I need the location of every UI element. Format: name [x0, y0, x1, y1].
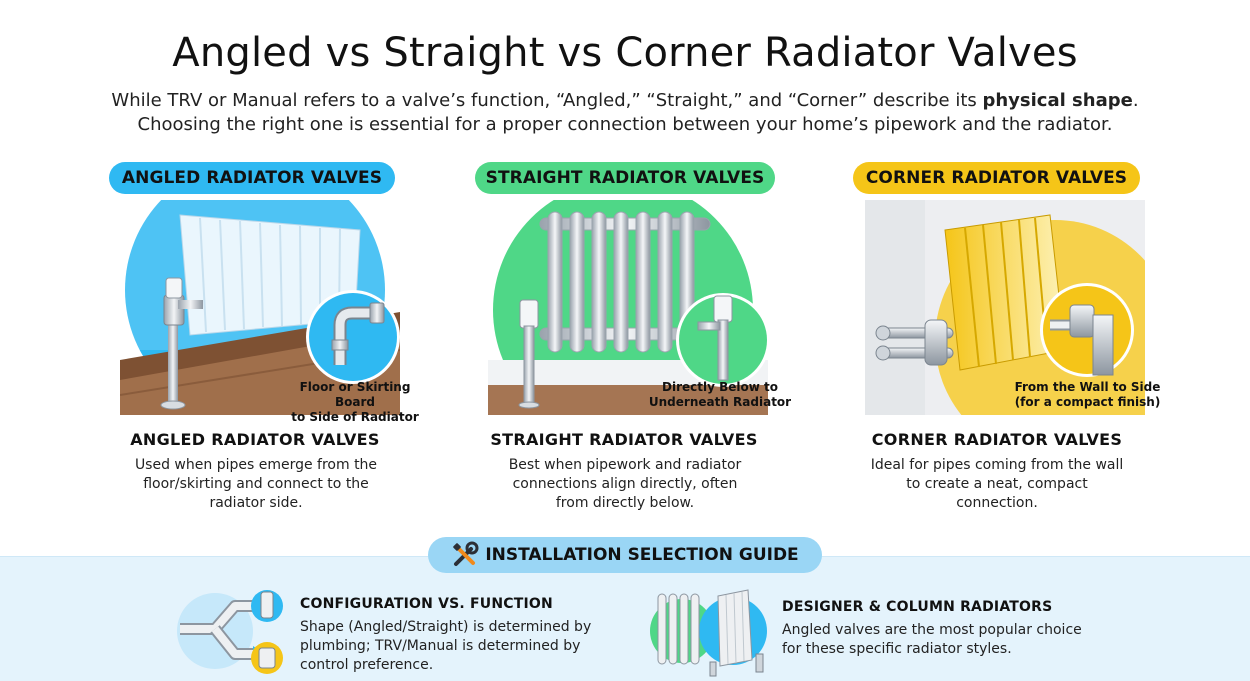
corner-callout-line-2: (for a compact finish): [1014, 395, 1161, 409]
angled-callout: Floor or Skirting Board to Side of Radia…: [280, 380, 430, 425]
angled-desc-line-3: radiator side.: [209, 495, 303, 511]
straight-desc-line-2: connections align directly, often: [512, 476, 738, 492]
guide-item-1-line-1: Shape (Angled/Straight) is determined by: [300, 619, 592, 635]
angled-callout-line-1: Floor or Skirting Board: [299, 380, 411, 409]
corner-valve-illustration: [865, 200, 1145, 415]
page-title: Angled vs Straight vs Corner Radiator Va…: [172, 30, 1078, 76]
guide-heading-pill: INSTALLATION SELECTION GUIDE: [428, 537, 822, 573]
straight-callout-line-2: Underneath Radiator: [648, 395, 792, 409]
guide-item-2-desc: Angled valves are the most popular choic…: [782, 621, 1112, 659]
intro-line-2: Choosing the right one is essential for …: [137, 114, 1113, 135]
angled-desc-line-2: floor/skirting and connect to the: [143, 476, 369, 492]
straight-desc-line-1: Best when pipework and radiator: [508, 457, 742, 473]
corner-title: CORNER RADIATOR VALVES: [871, 430, 1123, 449]
column-radiators-icon: [650, 589, 767, 677]
straight-callout-line-1: Directly Below to: [662, 380, 778, 394]
guide-heading: INSTALLATION SELECTION GUIDE: [485, 545, 799, 565]
guide-item-1-line-2: plumbing; TRV/Manual is determined by: [300, 638, 581, 654]
corner-desc-line-1: Ideal for pipes coming from the wall: [870, 457, 1124, 473]
corner-callout-line-1: From the Wall to Side: [1014, 380, 1161, 394]
angled-valve-illustration: [120, 200, 400, 415]
angled-desc: Used when pipes emerge from the floor/sk…: [106, 456, 406, 513]
corner-desc: Ideal for pipes coming from the wall to …: [847, 456, 1147, 513]
angled-callout-line-2: to Side of Radiator: [291, 410, 419, 424]
guide-item-1-title: CONFIGURATION VS. FUNCTION: [300, 596, 553, 612]
straight-title: STRAIGHT RADIATOR VALVES: [490, 430, 758, 449]
straight-callout: Directly Below to Underneath Radiator: [645, 380, 795, 410]
angled-title: ANGLED RADIATOR VALVES: [130, 430, 380, 449]
wrench-screwdriver-icon: [453, 541, 479, 566]
guide-item-2-title: DESIGNER & COLUMN RADIATORS: [782, 599, 1053, 615]
intro-period: .: [1132, 90, 1139, 111]
angled-pill: ANGLED RADIATOR VALVES: [109, 162, 395, 194]
corner-desc-line-2: to create a neat, compact: [906, 476, 1088, 492]
intro-bold: physical shape: [982, 90, 1133, 111]
straight-pill: STRAIGHT RADIATOR VALVES: [475, 162, 775, 194]
corner-callout: From the Wall to Side (for a compact fin…: [1010, 380, 1165, 410]
straight-desc: Best when pipework and radiator connecti…: [475, 456, 775, 513]
straight-desc-line-3: from directly below.: [555, 495, 695, 511]
pipe-split-icon: [177, 590, 283, 674]
corner-desc-line-3: connection.: [956, 495, 1038, 511]
guide-item-2-line-2: for these specific radiator styles.: [782, 641, 1012, 657]
guide-item-2-line-1: Angled valves are the most popular choic…: [782, 622, 1082, 638]
intro-line-1: While TRV or Manual refers to a valve’s …: [0, 90, 1250, 111]
intro-text: While TRV or Manual refers to a valve’s …: [111, 90, 983, 111]
guide-item-1-desc: Shape (Angled/Straight) is determined by…: [300, 618, 620, 675]
straight-valve-illustration: [488, 200, 768, 415]
corner-pill: CORNER RADIATOR VALVES: [853, 162, 1140, 194]
guide-item-1-line-3: control preference.: [300, 657, 434, 673]
angled-desc-line-1: Used when pipes emerge from the: [134, 457, 378, 473]
